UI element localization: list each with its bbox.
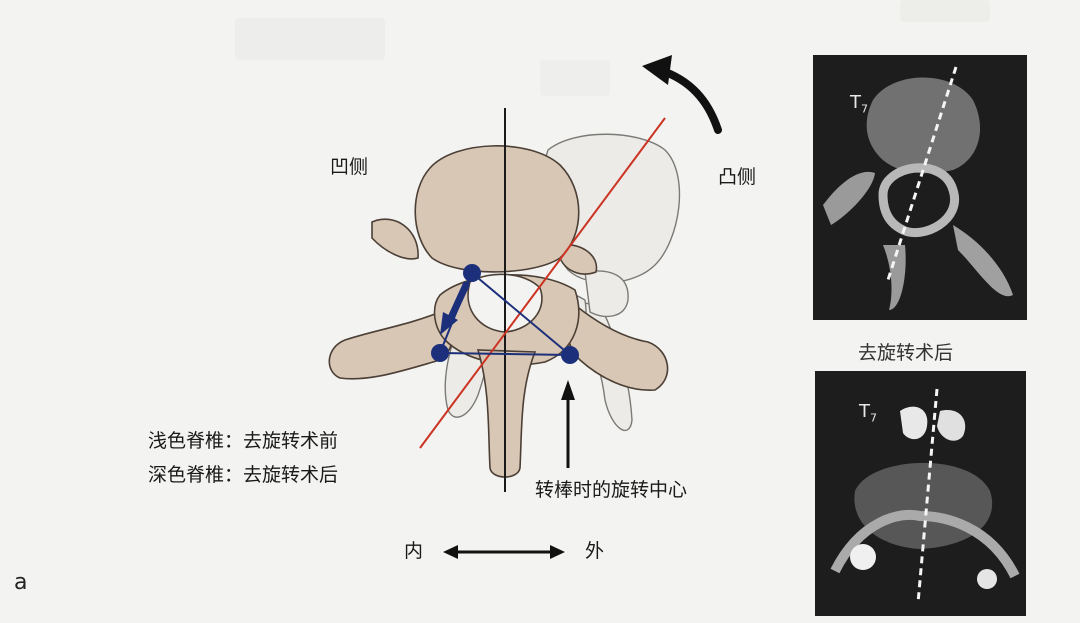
post-transverse-right (566, 303, 669, 391)
legend-pre-derotation: 浅色脊椎：去旋转术前 (148, 430, 339, 452)
marker-top (463, 264, 481, 282)
ct-top-midline (886, 66, 958, 281)
lateral-arrowhead (550, 545, 565, 559)
rotation-axis-line (419, 117, 666, 449)
post-derotation-vertebra (328, 145, 669, 478)
ct-image-top: T7 (813, 55, 1027, 320)
ct-bottom-implant-left (900, 406, 928, 440)
figure-letter: a (14, 570, 28, 595)
convex-side-label: 凸侧 (718, 166, 757, 188)
marker-left (431, 344, 449, 362)
rotation-direction-arrowhead (440, 312, 458, 335)
ct-top-ring (878, 163, 960, 238)
post-facet-left (371, 218, 419, 260)
concave-side-label: 凹侧 (330, 156, 369, 178)
lateral-label: 外 (585, 540, 605, 562)
ct-top-spinous (883, 245, 906, 310)
medial-label: 内 (404, 540, 424, 562)
curved-rotation-arrowhead (642, 55, 672, 85)
background-ghost-2 (540, 60, 610, 96)
pre-transverse-right (584, 270, 629, 318)
rotation-direction-arrow (446, 281, 470, 324)
post-derotation-caption: 去旋转术后 (858, 342, 954, 364)
ct-bottom-rod-left (850, 544, 876, 570)
triangle-edge-bottom (439, 352, 571, 356)
legend-post-derotation: 深色脊椎：去旋转术后 (148, 464, 339, 486)
post-spinous-process (476, 349, 537, 478)
ct-top-scan (813, 55, 1027, 320)
background-ghost-3 (900, 0, 990, 22)
ct-top-body (866, 77, 981, 174)
post-facet-right (559, 243, 598, 275)
triangle-edge-top-right (471, 272, 571, 356)
rotation-center-label: 转棒时的旋转中心 (535, 479, 688, 501)
marker-right (561, 346, 579, 364)
ct-image-bottom: T7 (815, 371, 1026, 616)
ct-bottom-rod-right (977, 569, 997, 589)
ct-bottom-arch (830, 509, 1020, 579)
rotation-center-pointer-head (561, 380, 575, 400)
background-ghost-1 (235, 18, 385, 60)
ct-top-level-label: T7 (850, 92, 868, 116)
ct-bottom-implant-right (937, 410, 966, 441)
medial-arrowhead (443, 545, 458, 559)
ct-bottom-scan (815, 371, 1026, 616)
post-vertebral-body (414, 145, 580, 273)
ct-top-right-process (953, 225, 1013, 297)
ct-bottom-level-label: T7 (859, 401, 877, 425)
ct-top-left-process (823, 171, 875, 225)
